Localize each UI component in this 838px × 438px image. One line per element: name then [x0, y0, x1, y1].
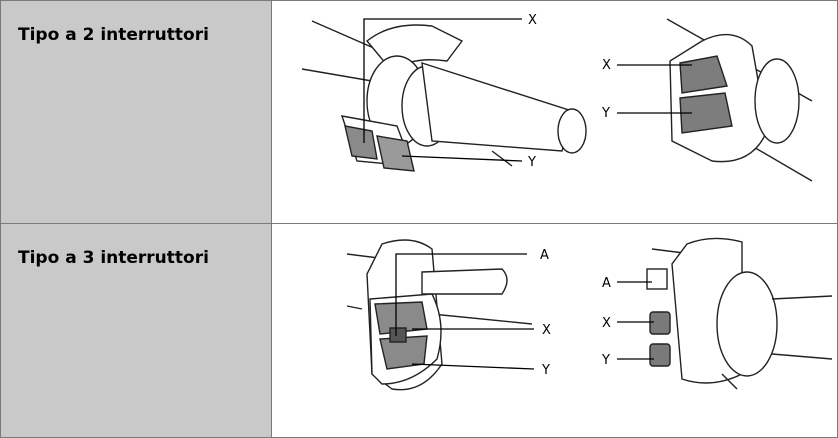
- table-row: Tipo a 2 interruttori: [0, 0, 838, 224]
- two-switch-right-drawing: [666, 18, 813, 182]
- three-switch-right-drawing: [646, 237, 833, 390]
- two-switch-left-drawing: [301, 20, 587, 172]
- callout-y: Y: [527, 155, 536, 170]
- callout-x: X: [528, 13, 537, 28]
- callout-x: X: [602, 316, 611, 331]
- callout-x: X: [602, 58, 611, 73]
- callout-y: Y: [601, 106, 610, 121]
- callout-y: Y: [601, 353, 610, 368]
- two-switch-left-callouts: [363, 18, 523, 162]
- callout-y: Y: [541, 363, 550, 378]
- switch-type-label: Tipo a 2 interruttori: [18, 25, 209, 45]
- callout-a: A: [540, 248, 549, 263]
- callout-a: A: [602, 276, 611, 291]
- illustration-cell: X Y X Y: [271, 0, 838, 224]
- switch-type-label: Tipo a 3 interruttori: [18, 248, 209, 268]
- callout-x: X: [542, 323, 551, 338]
- three-switch-right-callouts: [617, 281, 654, 360]
- switch-type-label-cell: Tipo a 3 interruttori: [0, 223, 272, 438]
- three-switch-left-drawing: [346, 239, 533, 391]
- switch-type-label-cell: Tipo a 2 interruttori: [0, 0, 272, 224]
- table-row: Tipo a 3 interruttori: [0, 223, 838, 438]
- two-switch-right-callouts: [617, 64, 692, 114]
- three-switch-left-callouts: [395, 253, 535, 370]
- three-switch-illustration: A X Y: [346, 237, 833, 391]
- illustration-cell: A X Y: [271, 223, 838, 438]
- two-switch-illustration: X Y X Y: [301, 13, 813, 182]
